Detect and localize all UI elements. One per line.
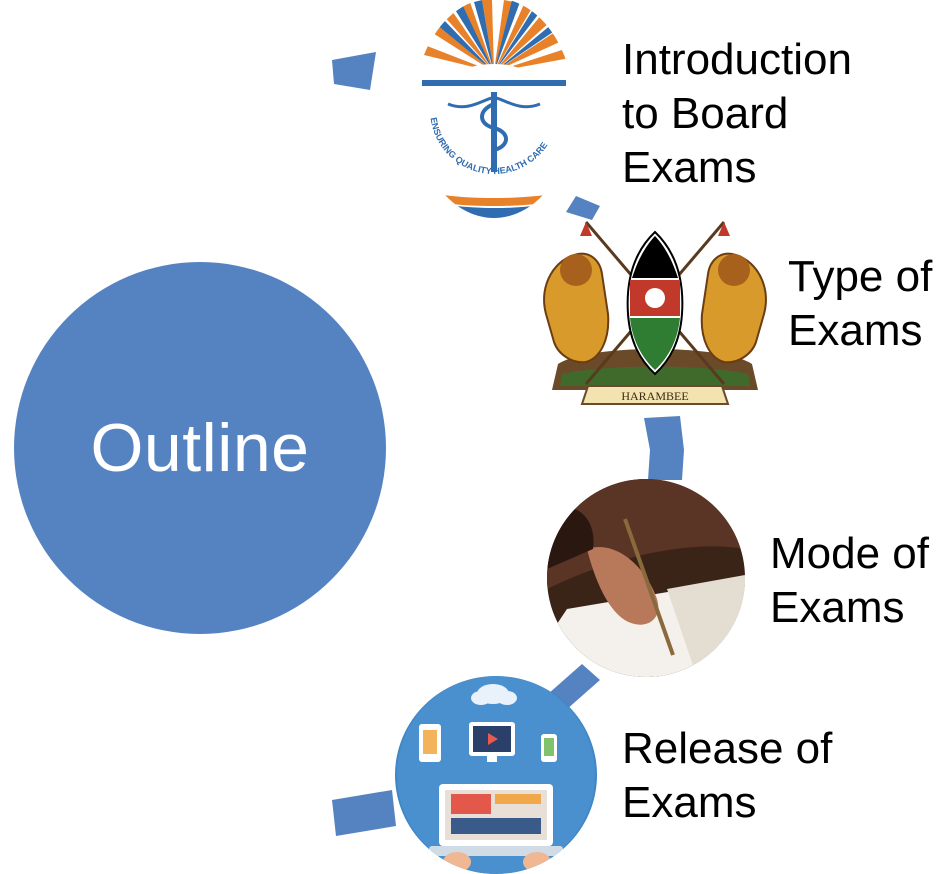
item-label-introduction: Introduction to Board Exams — [622, 33, 942, 195]
item-label-line: Exams — [788, 306, 923, 355]
motto-text: HARAMBEE — [621, 389, 688, 403]
item-label-line: Introduction — [622, 35, 852, 84]
writing-exam-photo — [547, 479, 745, 677]
arc-segment-bottom — [332, 790, 396, 836]
item-label-type: Type of Exams — [788, 250, 952, 358]
arc-segment-upper — [566, 196, 600, 220]
item-label-line: to Board — [622, 89, 789, 138]
play-icon — [488, 733, 498, 745]
item-label-release: Release of Exams — [622, 722, 922, 830]
arc-segment-top — [332, 52, 376, 90]
item-label-line: Release of — [622, 724, 833, 773]
item-label-line: Type of — [788, 252, 933, 301]
item-label-line: Exams — [770, 583, 905, 632]
item-label-line: Exams — [622, 778, 757, 827]
item-label-line: Mode of — [770, 529, 929, 578]
arc-segment-middle — [644, 416, 684, 480]
online-devices-illustration — [395, 676, 597, 874]
board-seal-logo: ENSURING QUALITY HEALTH CARE — [408, 0, 580, 224]
item-label-line: Exams — [622, 143, 757, 192]
item-label-mode: Mode of Exams — [770, 527, 952, 635]
cloud-icon — [471, 684, 517, 705]
outline-hub: Outline — [14, 262, 386, 634]
kenya-coat-of-arms: HARAMBEE — [528, 214, 782, 412]
hub-label: Outline — [90, 410, 310, 486]
